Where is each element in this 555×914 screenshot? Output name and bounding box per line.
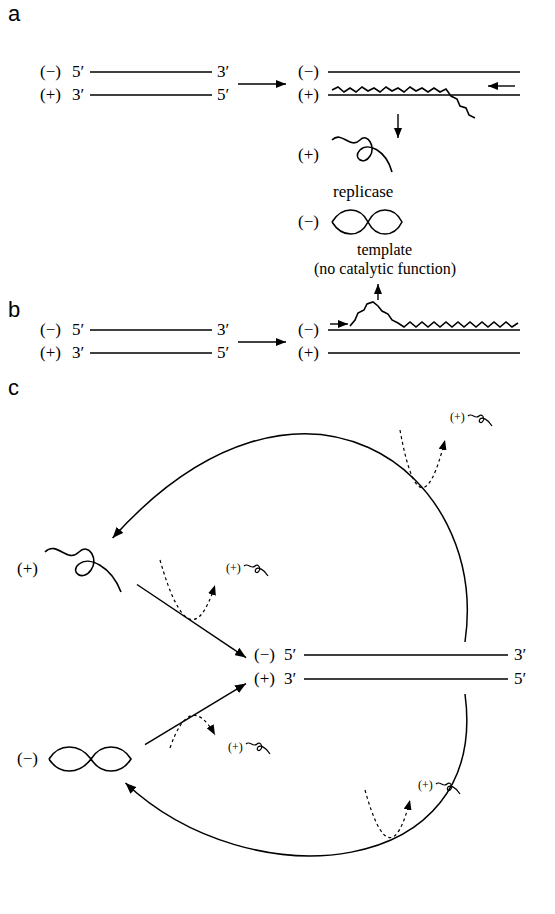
step-arrow [238,341,286,342]
strand-line [90,329,212,330]
strand-label: (−) [298,63,319,81]
strand-line [328,329,520,330]
panel-letter: a [8,2,20,26]
minus-strand-molecule: (−) [15,735,145,783]
strand-label: 5′ [217,344,229,362]
strand-line [328,94,520,95]
molecule-label: (+) [450,410,465,424]
caption-text: (no catalytic function) [314,260,456,278]
molecule-label: (+) [228,740,243,754]
strand-label: 3′ [72,86,84,104]
strand-label: 5′ [72,321,84,339]
strand-label: replicase [333,183,393,201]
catalysis-arrow [160,560,215,620]
strand-label: 3′ [217,63,229,81]
replicase-symbol [246,743,270,754]
molecule-label: (+) [418,778,433,792]
catalysis-arrow [400,430,445,488]
direction-arrow [488,85,515,86]
catalysis-arrow [365,790,410,838]
panel-letter: c [8,376,19,400]
strand-label: (−) [40,321,61,339]
step-arrow [238,83,286,84]
release-arrow [397,114,398,138]
strand-label: 5′ [514,670,526,688]
strand-line [304,678,508,679]
strand-line [304,654,508,655]
strand-line [90,71,212,72]
flow-arrow [145,684,246,745]
strand-label: 3′ [72,344,84,362]
strand-label: (−) [298,213,319,231]
template-molecule [332,210,402,234]
molecule-label: (+) [226,561,241,575]
replicase-symbol [244,565,268,576]
strand-label: (+) [17,560,38,578]
strand-label: (−) [298,321,319,339]
flow-arrow [126,694,467,856]
strand-label: 5′ [217,86,229,104]
catalysis-arrow [170,715,215,748]
panel-letter: b [8,298,20,322]
plus-strand-molecule: (+) [15,538,137,600]
replicase-symbol [468,415,492,426]
strand-label: (−) [254,646,275,664]
flow-arrow [113,434,468,642]
replicase-molecule [45,549,121,592]
strand-line [328,71,520,72]
strand-label: 5′ [72,63,84,81]
caption-text: template [357,241,412,259]
strand-label: 3′ [217,321,229,339]
release-arrow [377,284,378,300]
strand-label: (+) [298,344,319,362]
strand-label: (+) [298,86,319,104]
strand-label: 3′ [514,646,526,664]
replicase-molecule [332,137,392,172]
flow-arrow [137,585,246,658]
duplex: (−) 5′ 3′ (+) 3′ 5′ [246,642,538,694]
strand-label: (+) [40,344,61,362]
strand-label: 3′ [284,670,296,688]
strand-label: 5′ [284,646,296,664]
strand-line [90,94,212,95]
strand-label: (−) [17,750,38,768]
strand-label: (−) [40,63,61,81]
new-strand [350,302,518,327]
strand-label: (+) [254,670,275,688]
strand-line [90,352,212,353]
strand-label: (+) [40,86,61,104]
template-molecule [49,747,131,771]
strand-label: (+) [298,146,319,164]
direction-arrow [330,323,348,324]
strand-line [328,352,520,353]
new-strand [332,87,475,118]
